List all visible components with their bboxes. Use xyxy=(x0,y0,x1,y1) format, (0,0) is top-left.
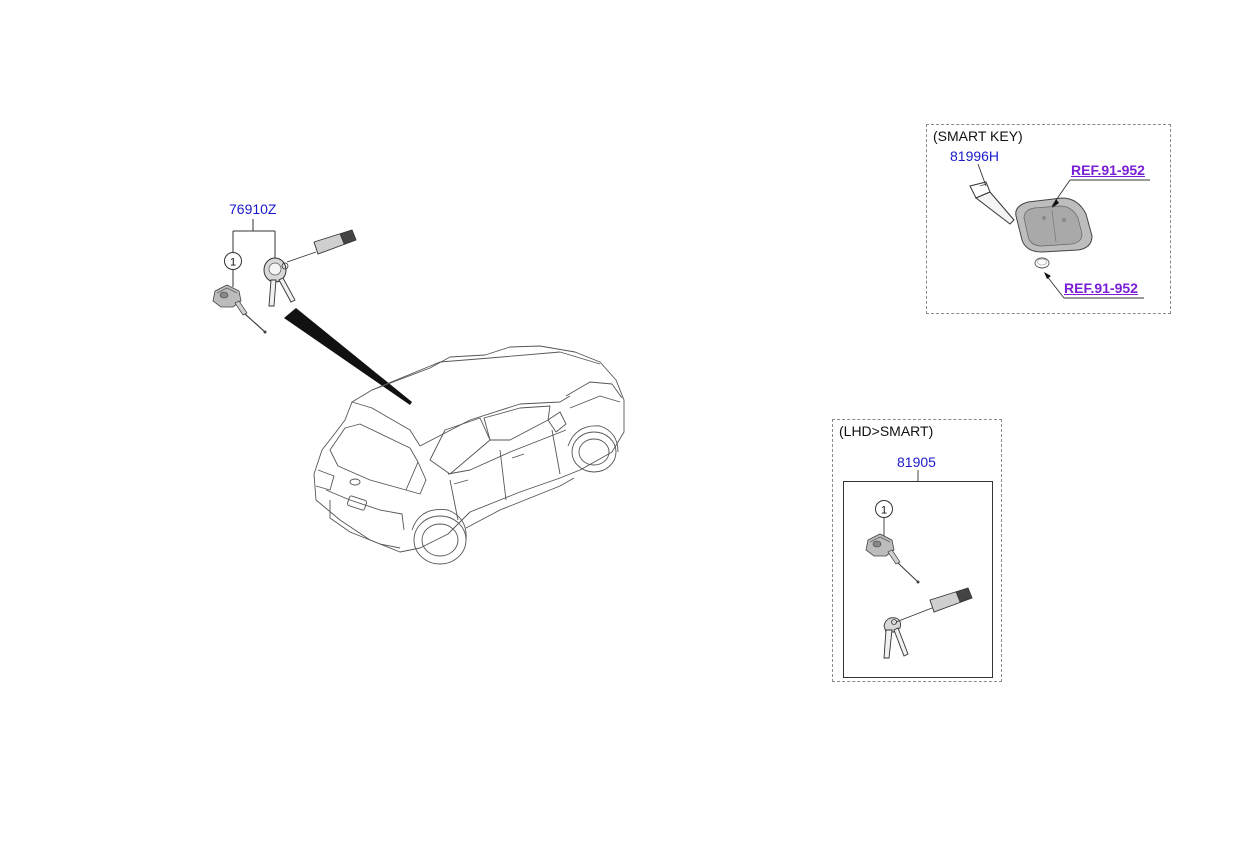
key-icon[interactable] xyxy=(263,257,296,307)
part-number-81905[interactable]: 81905 xyxy=(897,454,936,470)
lock-cylinder-icon[interactable] xyxy=(865,533,920,584)
assembly-81905-frame xyxy=(843,481,993,678)
leader-ref-battery xyxy=(1045,274,1144,299)
leader-81996h xyxy=(977,163,987,187)
part-number-81996h[interactable]: 81996H xyxy=(950,148,1000,164)
lock-cylinder-icon[interactable] xyxy=(212,284,267,334)
coin-battery-icon[interactable] xyxy=(1034,257,1050,269)
location-pointer xyxy=(284,308,412,405)
svg-text:1: 1 xyxy=(230,257,236,269)
smart-key-box-title: (SMART KEY) xyxy=(933,128,1023,144)
arrow-ref-battery xyxy=(1044,272,1051,279)
ref-link-fob[interactable]: REF.91-952 xyxy=(1071,162,1145,178)
key-tag-icon xyxy=(895,587,973,623)
part-number-76910z[interactable]: 76910Z xyxy=(229,201,277,217)
callout-circle-1: 1 xyxy=(224,252,242,270)
callout-circle-1-lhd: 1 xyxy=(875,500,893,518)
emergency-key-icon[interactable] xyxy=(969,181,1015,225)
vehicle-illustration xyxy=(313,345,625,565)
lhd-smart-box xyxy=(832,419,1002,682)
svg-text:1: 1 xyxy=(881,505,887,517)
key-tag-icon xyxy=(286,229,357,263)
ref-link-battery[interactable]: REF.91-952 xyxy=(1064,280,1138,296)
leader-76910z xyxy=(232,219,276,287)
lhd-smart-box-title: (LHD>SMART) xyxy=(839,423,934,439)
smart-key-box xyxy=(926,124,1171,314)
arrow-ref-fob xyxy=(1052,199,1059,208)
smart-key-fob-icon[interactable] xyxy=(1015,197,1093,253)
key-icon[interactable] xyxy=(883,617,909,659)
